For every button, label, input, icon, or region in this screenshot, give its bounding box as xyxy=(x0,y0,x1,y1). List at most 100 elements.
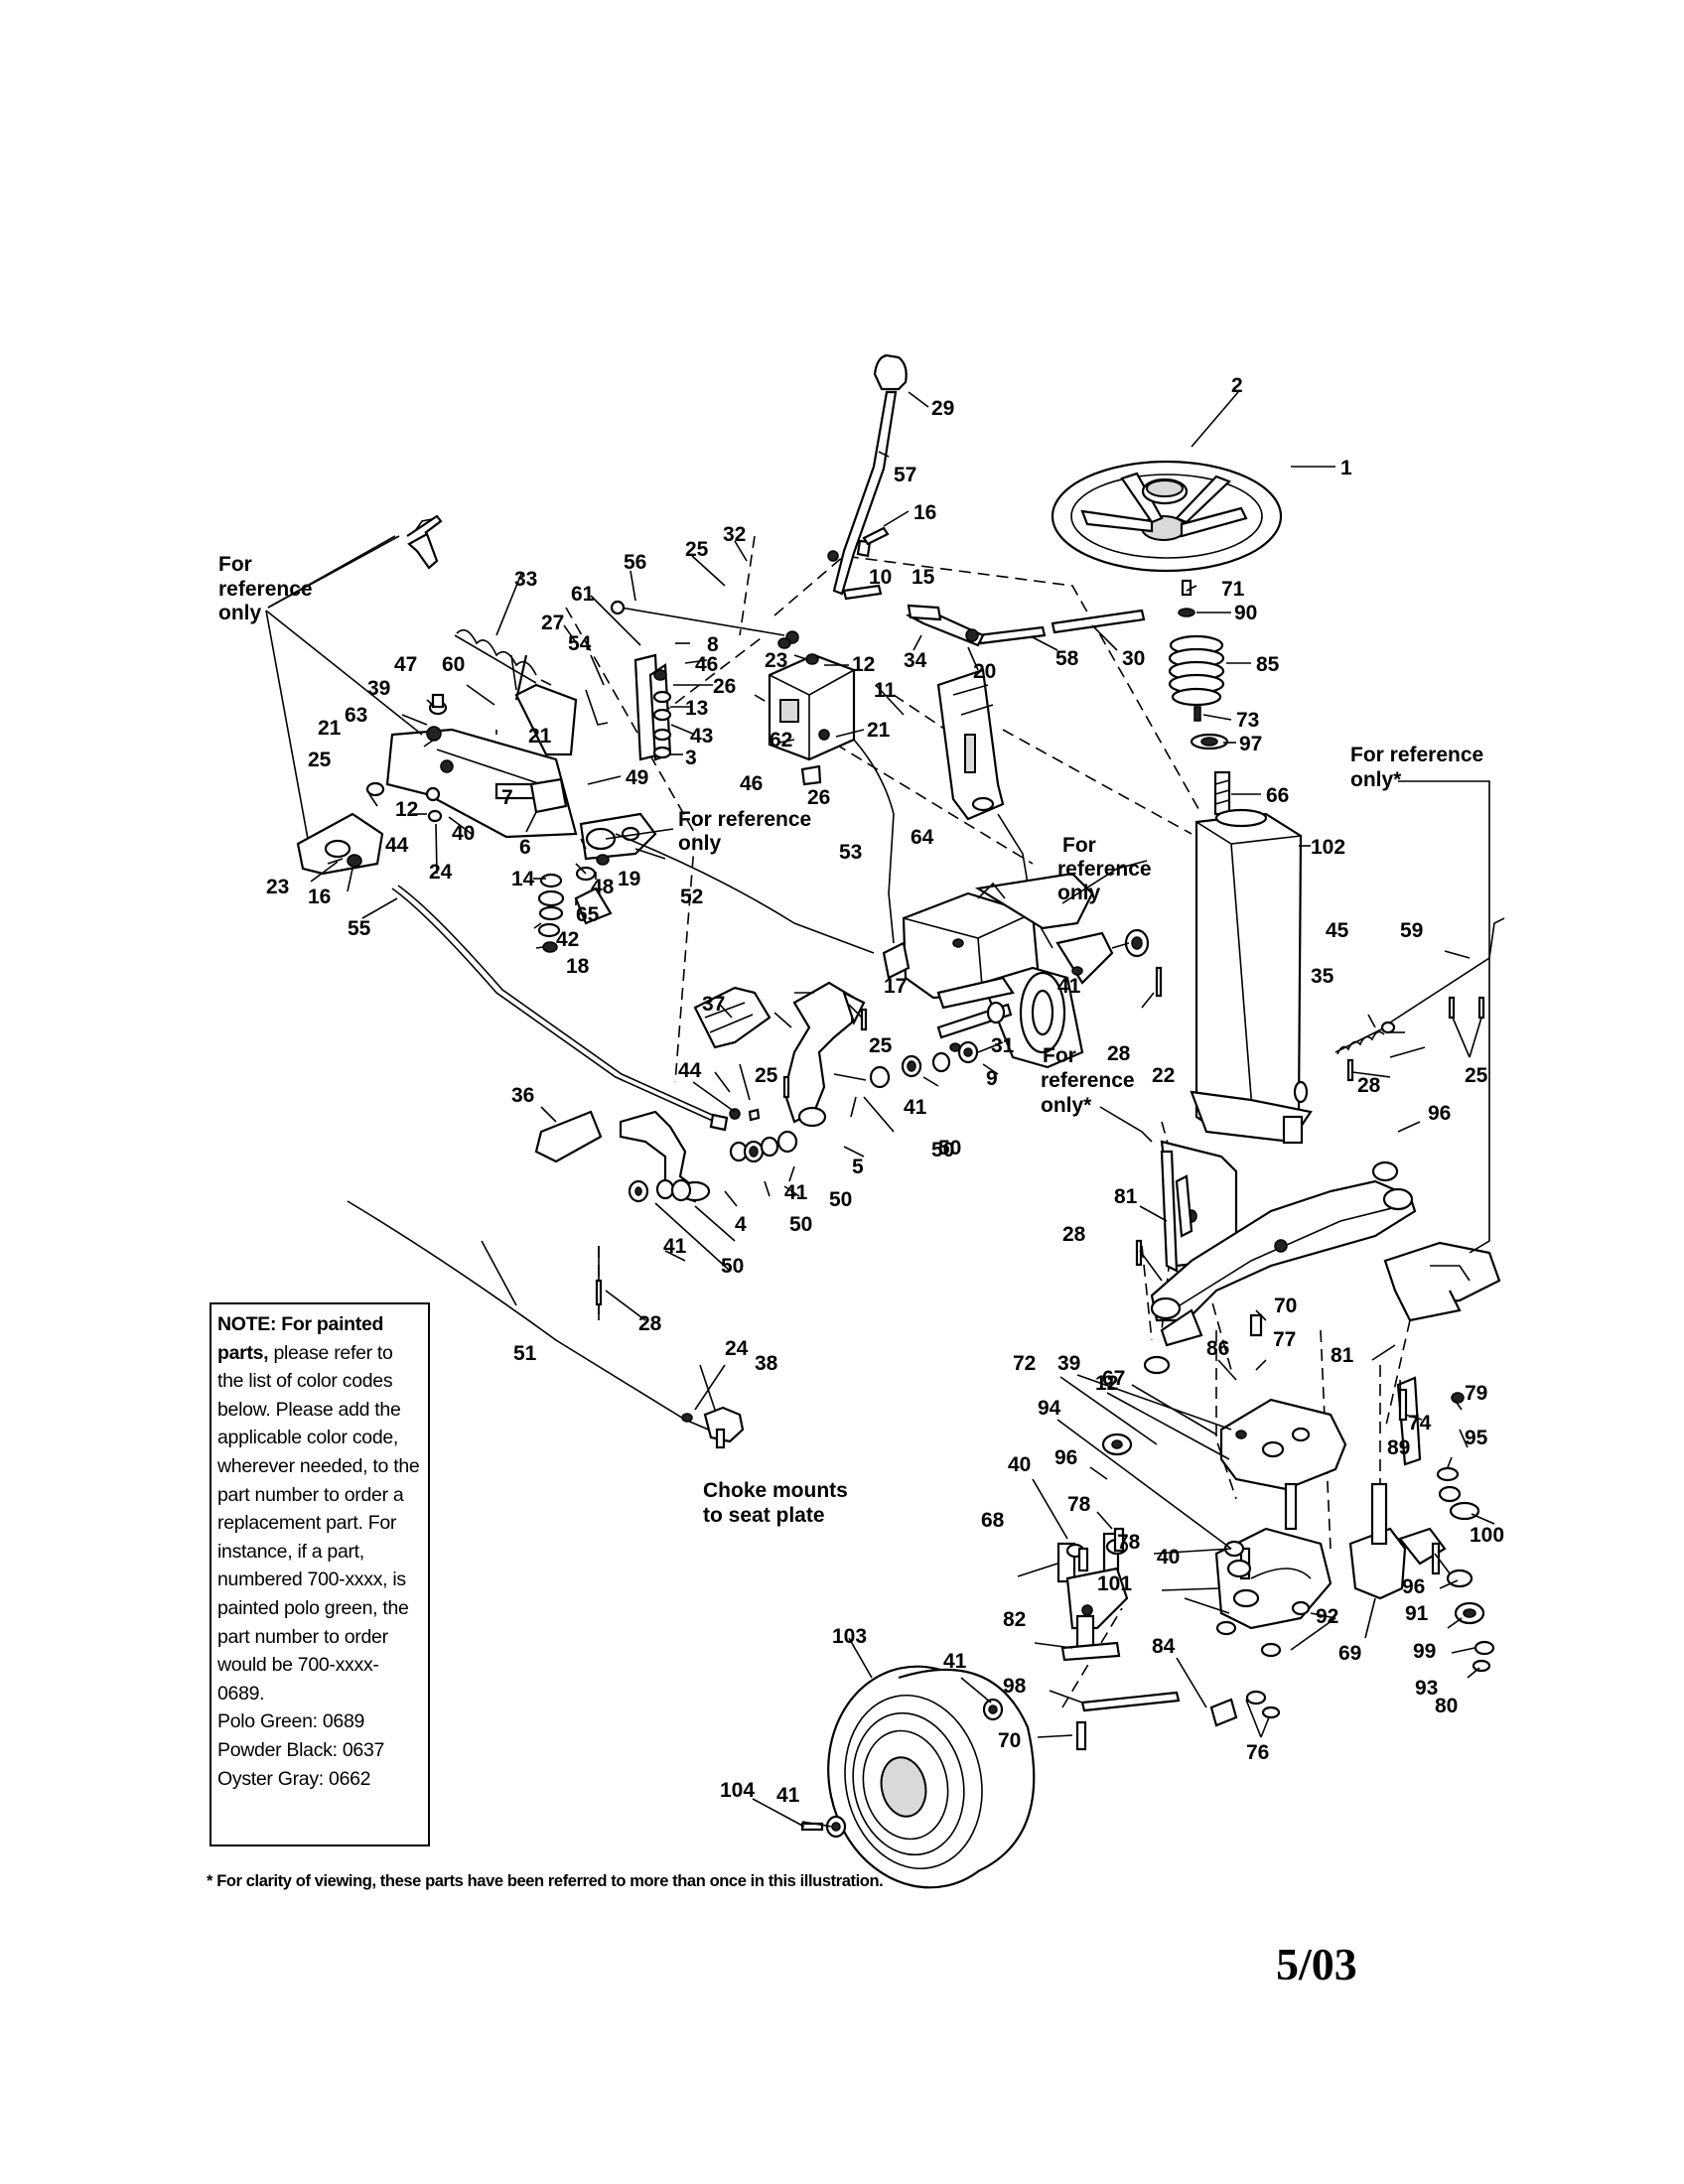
callout-13: 13 xyxy=(685,697,708,720)
switch-box xyxy=(768,637,856,786)
callout-50d: 50 xyxy=(829,1188,852,1211)
central-frame xyxy=(882,872,1114,1069)
callout-96c: 96 xyxy=(1402,1575,1425,1598)
callout-53: 53 xyxy=(839,841,862,864)
callout-35: 35 xyxy=(1311,965,1334,988)
callout-14: 14 xyxy=(511,868,535,890)
callout-29: 29 xyxy=(931,397,954,420)
callout-69: 69 xyxy=(1338,1642,1361,1665)
callout-21a: 21 xyxy=(867,719,891,742)
callout-45: 45 xyxy=(1326,919,1349,942)
ref-label-right-1: For reference xyxy=(1350,744,1483,766)
ref-label-top-left-3: only xyxy=(218,602,261,624)
callout-28b: 28 xyxy=(638,1312,662,1335)
footnote: * For clarity of viewing, these parts ha… xyxy=(207,1872,884,1890)
callout-3: 3 xyxy=(685,747,697,769)
linkage-plate xyxy=(385,654,657,861)
callout-8: 8 xyxy=(707,633,719,656)
callout-78b: 78 xyxy=(1117,1531,1141,1554)
callout-96a: 96 xyxy=(1428,1102,1451,1125)
spindle-left xyxy=(1056,1433,1133,1662)
callout-2: 2 xyxy=(1231,374,1243,397)
callout-80: 80 xyxy=(1435,1695,1458,1717)
callout-25b: 25 xyxy=(308,749,332,771)
pedal-assembly xyxy=(534,981,866,1203)
callout-1: 1 xyxy=(1340,457,1352,479)
callout-26: 26 xyxy=(713,675,736,698)
pin-70 xyxy=(1249,1313,1263,1337)
callout-56: 56 xyxy=(624,551,646,574)
hardware-left xyxy=(347,693,613,953)
callout-28c: 28 xyxy=(1357,1074,1381,1097)
shift-lever xyxy=(827,353,908,596)
callout-6: 6 xyxy=(519,836,531,859)
tension-spring xyxy=(406,514,552,686)
callout-79: 79 xyxy=(1465,1382,1487,1405)
date-code: 5/03 xyxy=(1276,1939,1357,1989)
ref-label-64-3: only xyxy=(1057,882,1100,904)
callout-72: 72 xyxy=(1013,1352,1036,1375)
callout-50a: 50 xyxy=(931,1139,954,1161)
callout-26b: 26 xyxy=(807,786,830,809)
note-body: please refer to the list of color codes … xyxy=(217,1341,420,1705)
pin-10 xyxy=(842,584,883,601)
callout-76: 76 xyxy=(1246,1741,1269,1764)
color-powder-black: Powder Black: 0637 xyxy=(217,1738,385,1761)
callout-50e: 50 xyxy=(721,1255,744,1278)
callout-93: 93 xyxy=(1415,1677,1438,1700)
callout-42: 42 xyxy=(556,928,579,951)
callout-40b: 40 xyxy=(1008,1453,1031,1476)
callout-65: 65 xyxy=(576,903,600,926)
rod-56 xyxy=(620,607,785,636)
callout-91: 91 xyxy=(1405,1602,1429,1625)
callout-23b: 23 xyxy=(266,876,289,898)
linkage-mid xyxy=(585,653,672,761)
callout-66: 66 xyxy=(1266,784,1289,807)
front-axle xyxy=(1143,1140,1501,1375)
rod-55-b xyxy=(397,885,722,1120)
callout-99: 99 xyxy=(1413,1640,1436,1663)
callout-19: 19 xyxy=(618,868,640,890)
pin-16-top xyxy=(862,526,890,546)
callout-34: 34 xyxy=(904,649,927,672)
callout-102: 102 xyxy=(1311,836,1345,859)
callout-55: 55 xyxy=(348,917,371,940)
ref-label-22-1: For xyxy=(1043,1044,1076,1067)
choke-cable-51 xyxy=(347,1200,721,1435)
callout-12b: 12 xyxy=(395,798,418,821)
ref-label-52-1: For reference xyxy=(678,808,811,831)
callout-33: 33 xyxy=(514,568,537,591)
ref-label-52-2: only xyxy=(678,832,721,855)
callout-46: 46 xyxy=(695,653,718,676)
callout-25: 25 xyxy=(685,538,709,561)
rod-55-end xyxy=(709,1113,729,1132)
bracket-64 xyxy=(936,668,1053,949)
callout-28d: 28 xyxy=(1062,1223,1086,1246)
callout-24b: 24 xyxy=(725,1337,749,1360)
callout-61: 61 xyxy=(571,583,595,606)
front-wheel xyxy=(800,1665,1036,1889)
painted-parts-note: NOTE: For painted parts, please refer to… xyxy=(210,1302,430,1846)
callout-70b: 70 xyxy=(1274,1295,1297,1317)
callout-41f: 41 xyxy=(776,1784,800,1807)
callout-25c: 25 xyxy=(869,1034,893,1057)
callout-40c: 40 xyxy=(1157,1546,1180,1569)
callout-43: 43 xyxy=(690,725,713,748)
callout-73: 73 xyxy=(1236,709,1259,732)
spring-35-coils xyxy=(1336,1030,1385,1055)
pedal-hardware xyxy=(595,1008,1143,1320)
callout-50c: 50 xyxy=(789,1213,812,1236)
callout-103: 103 xyxy=(832,1625,867,1648)
callout-74: 74 xyxy=(1408,1412,1432,1434)
callout-23a: 23 xyxy=(765,649,787,672)
callout-17: 17 xyxy=(884,975,907,998)
bracket-ref-top xyxy=(407,532,439,570)
callout-16b: 16 xyxy=(308,886,331,908)
spring-35 xyxy=(1334,1026,1386,1053)
choke-label-2: to seat plate xyxy=(703,1504,825,1527)
callout-59: 59 xyxy=(1400,919,1423,942)
callout-41d: 41 xyxy=(663,1235,687,1258)
callout-51: 51 xyxy=(513,1342,537,1365)
callout-64: 64 xyxy=(911,826,934,849)
